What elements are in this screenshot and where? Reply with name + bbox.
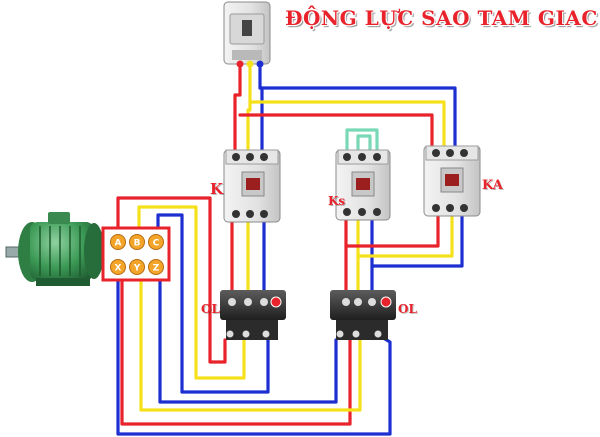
motor-terminal-label-b: B (134, 239, 141, 249)
label-contactor-ka: KA (482, 178, 503, 193)
diagram-title: ĐỘNG LỰC SAO TAM GIAC (285, 6, 598, 30)
overload-relay-left (220, 290, 286, 340)
motor-terminal-z (148, 259, 164, 275)
motor-terminal-label-a: A (115, 239, 122, 249)
motor-terminal-y (129, 259, 145, 275)
label-contactor-k: K (210, 180, 224, 198)
wire-red-ka (344, 213, 440, 248)
label-overload-left: OL (201, 302, 220, 316)
motor-terminal-c (148, 234, 164, 250)
motor-terminal-a (110, 234, 126, 250)
wire-green-star-bridge-2 (356, 134, 372, 152)
motor-terminal-label-c: C (153, 239, 160, 249)
overload-relay-right (330, 290, 396, 340)
wire-blue-ka (370, 213, 464, 268)
motor-icon (5, 212, 104, 286)
wire-blue-bus (258, 86, 457, 152)
wire-red-motor-x (120, 276, 352, 426)
wire-blue-motor-z (158, 276, 338, 404)
motor-terminal-label-y: Y (133, 264, 141, 274)
motor-terminal-label-z: Z (153, 264, 160, 274)
wire-red-k-in (233, 66, 242, 167)
motor-terminal-label-x: X (115, 264, 122, 274)
wire-red-bus (238, 113, 434, 152)
contactor-ka (423, 145, 481, 217)
circuit-breaker (223, 1, 271, 68)
wire-yellow-ka (356, 213, 454, 258)
wire-yellow-motor-y (139, 276, 362, 412)
wire-yellow-k-in (246, 66, 252, 167)
wire-green-star-bridge (345, 128, 379, 152)
motor-terminal-b (129, 234, 145, 250)
wire-yellow-bus (248, 100, 446, 152)
contactor-ks (335, 149, 391, 221)
contactor-k (223, 149, 281, 223)
label-overload-right: OL (398, 302, 417, 316)
motor-terminal-x (110, 259, 126, 275)
wire-blue-motor-c (156, 213, 270, 394)
wire-red-motor-a (116, 196, 227, 364)
label-contactor-ks: Ks (328, 194, 346, 208)
wire-yellow-motor-b (137, 205, 246, 380)
